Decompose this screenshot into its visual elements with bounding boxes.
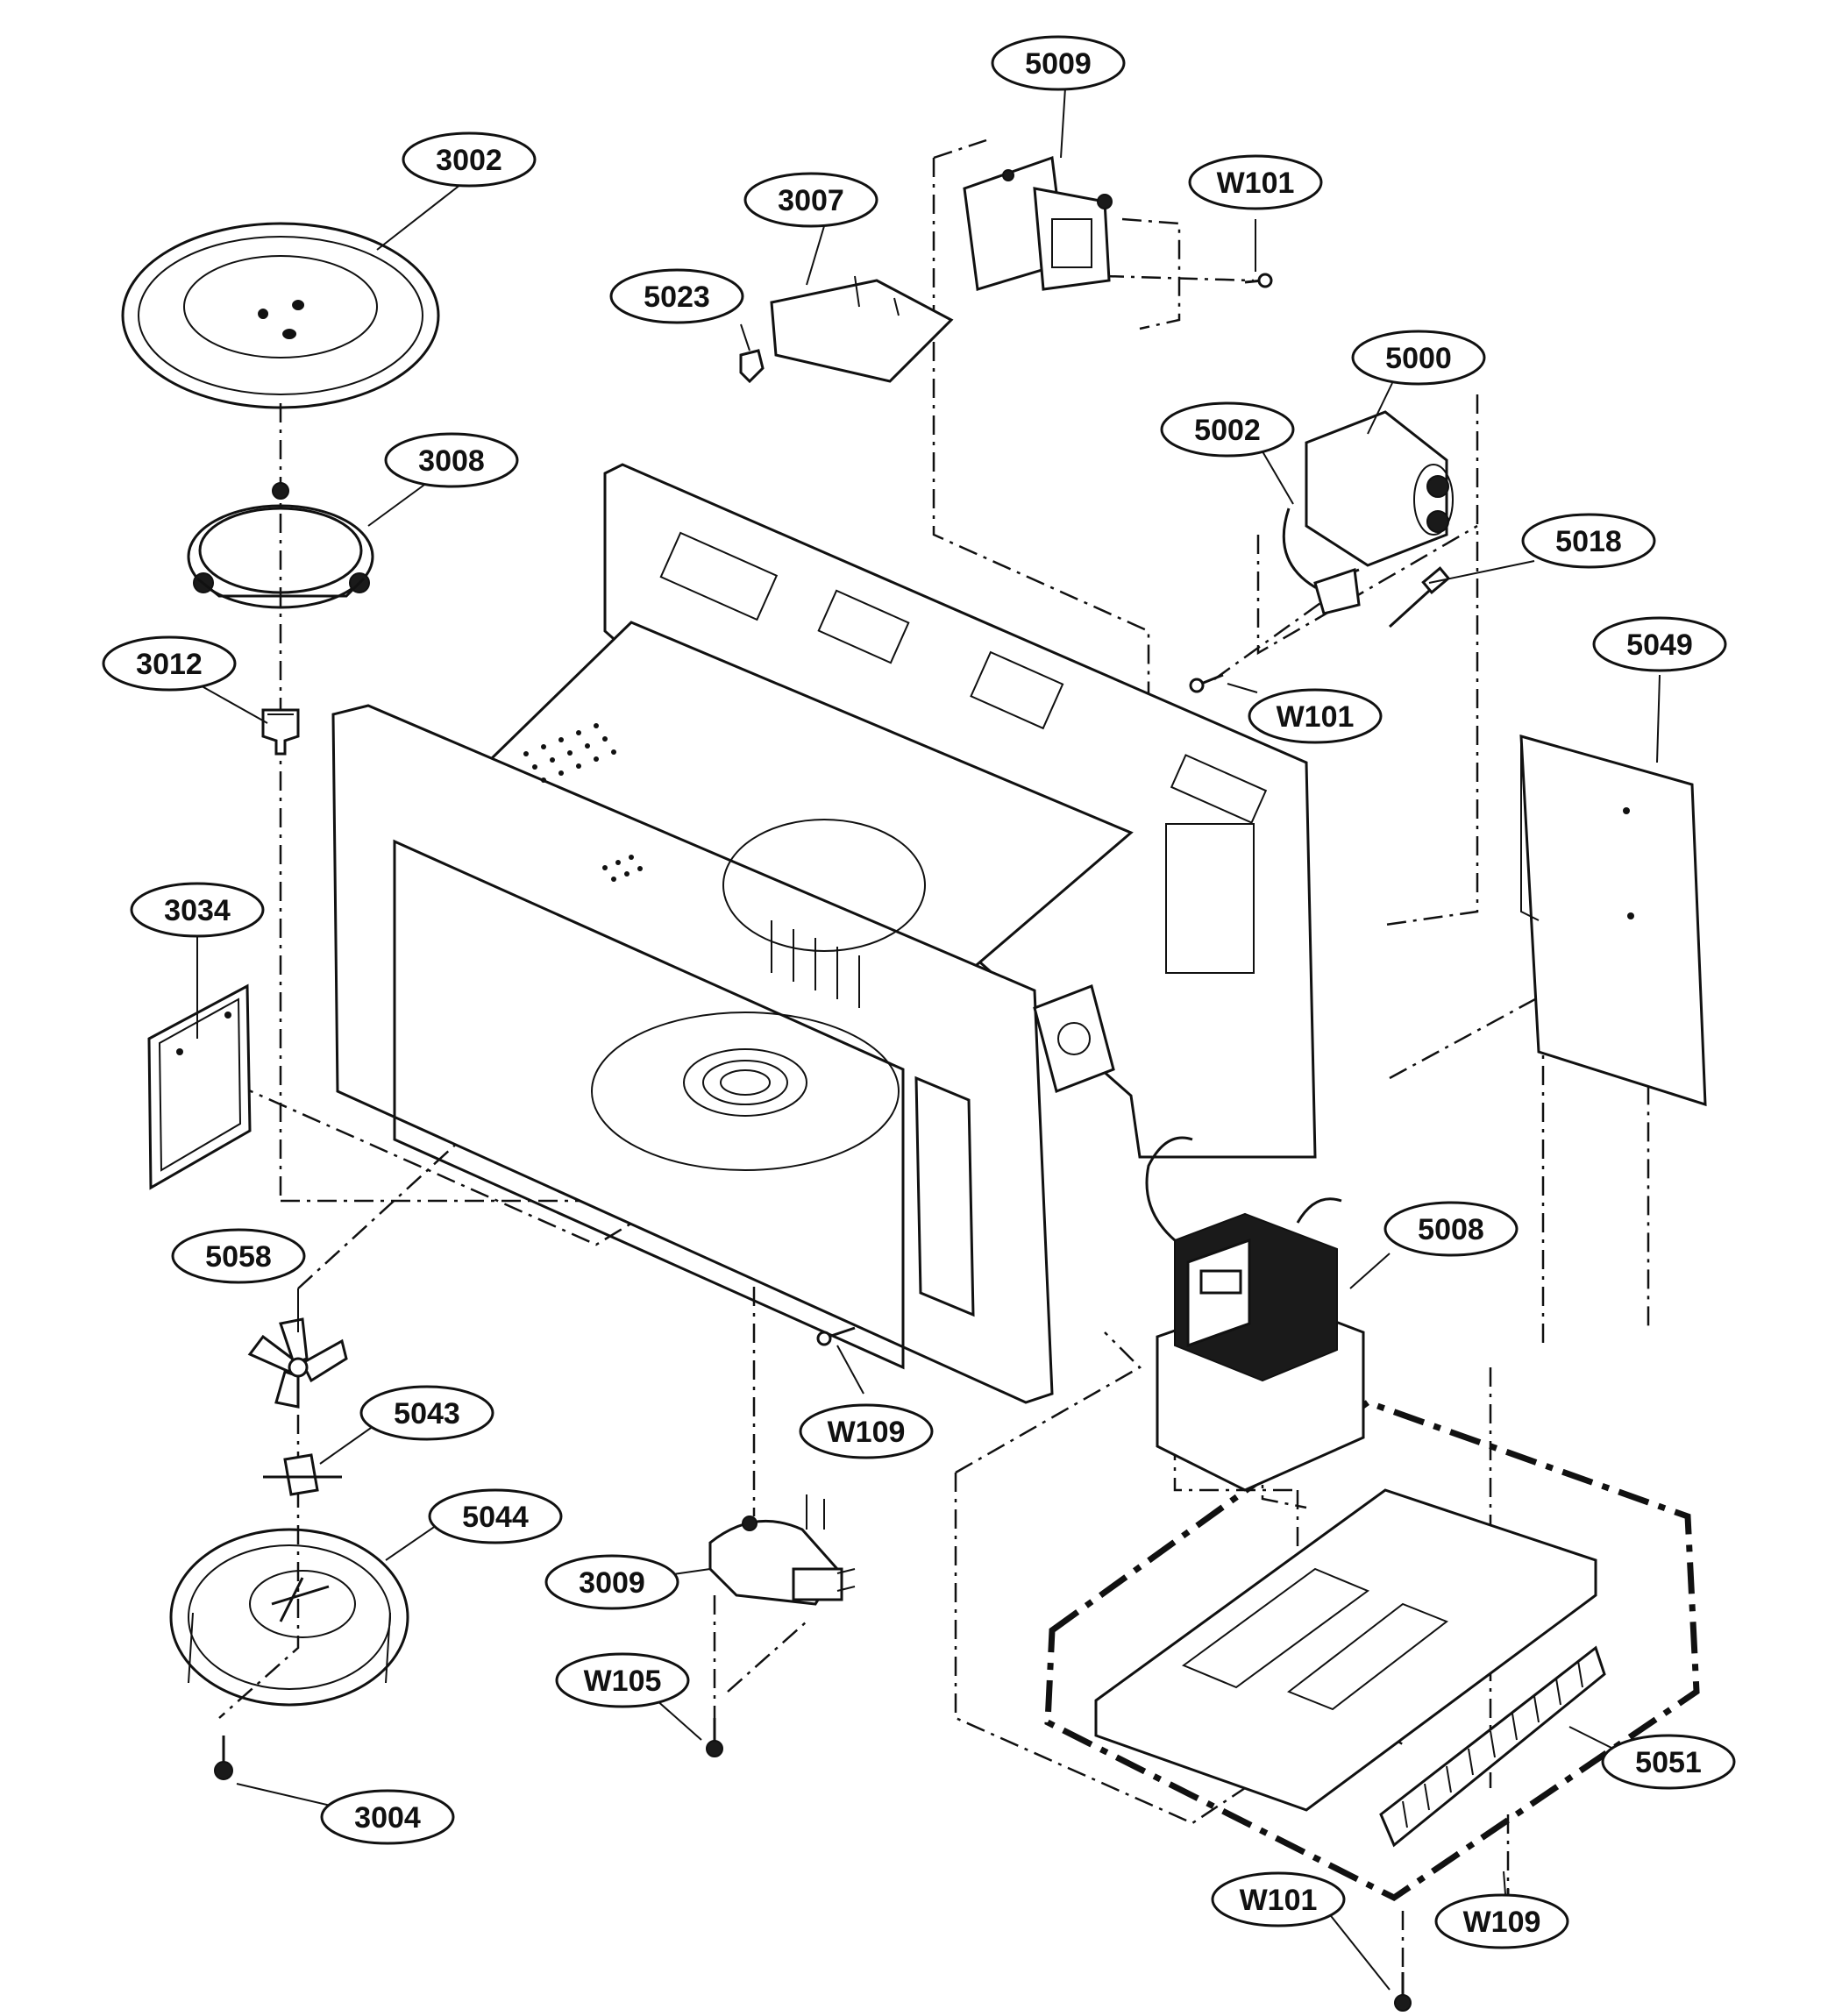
label-3012: 3012	[136, 648, 203, 681]
label-5018: 5018	[1555, 525, 1622, 558]
capacitor-bracket	[1282, 508, 1361, 615]
callout-5009: 5009	[991, 35, 1126, 91]
glass-turntable-tray	[121, 222, 440, 409]
callout-3004: 3004	[320, 1789, 455, 1845]
label-3004: 3004	[354, 1801, 421, 1835]
cooling-fan-blade	[247, 1317, 348, 1409]
waveguide-top-cover	[770, 275, 954, 383]
callout-5049: 5049	[1592, 616, 1727, 672]
label-w109-bottom: W109	[1463, 1906, 1541, 1939]
callout-w101-top: W101	[1188, 154, 1323, 210]
turntable-coupler	[261, 708, 300, 756]
label-3002: 3002	[436, 144, 502, 177]
label-5043: 5043	[394, 1397, 460, 1430]
callout-w101-mid: W101	[1248, 688, 1383, 744]
callout-3009: 3009	[544, 1554, 679, 1610]
label-5008: 5008	[1418, 1213, 1484, 1246]
screw-3004	[214, 1736, 233, 1780]
high-voltage-diode	[1388, 566, 1451, 628]
label-w101-bottom: W101	[1240, 1884, 1318, 1917]
oven-cavity-frame	[331, 463, 1317, 1404]
label-w109-mid: W109	[828, 1416, 906, 1449]
label-5058: 5058	[205, 1240, 272, 1274]
callout-5018: 5018	[1521, 513, 1656, 569]
callout-w109-mid: W109	[799, 1403, 934, 1459]
callout-5058: 5058	[171, 1228, 306, 1284]
high-voltage-transformer	[1145, 1136, 1365, 1492]
vent-holes	[523, 723, 643, 882]
fan-motor	[263, 1453, 342, 1496]
label-5009: 5009	[1025, 47, 1092, 81]
callout-3002: 3002	[402, 131, 537, 188]
label-3009: 3009	[579, 1566, 645, 1600]
label-3007: 3007	[778, 184, 844, 217]
label-5049: 5049	[1626, 628, 1693, 662]
screw-w101-capacitor	[1189, 673, 1224, 693]
callout-3008: 3008	[384, 432, 519, 488]
label-5044: 5044	[462, 1501, 529, 1534]
callout-5008: 5008	[1383, 1201, 1519, 1257]
label-5002: 5002	[1194, 414, 1261, 447]
callout-5051: 5051	[1601, 1734, 1736, 1790]
callout-3007: 3007	[743, 172, 878, 228]
callout-3012: 3012	[102, 635, 237, 692]
fan-housing	[169, 1528, 409, 1707]
callout-5044: 5044	[428, 1488, 563, 1544]
screw-w101-base	[1394, 1972, 1412, 2012]
screw-w105-motor	[706, 1718, 723, 1757]
label-3034: 3034	[164, 894, 231, 927]
turntable-motor	[708, 1494, 856, 1606]
label-w101-mid: W101	[1277, 700, 1355, 734]
callout-5002: 5002	[1160, 401, 1295, 458]
screw-w109-cavity	[816, 1326, 856, 1346]
side-shield-panel	[1519, 734, 1707, 1107]
high-voltage-capacitor	[1305, 410, 1454, 567]
label-3008: 3008	[418, 444, 485, 478]
callout-5043: 5043	[359, 1385, 494, 1441]
callout-5023: 5023	[609, 268, 744, 324]
label-5051: 5051	[1635, 1746, 1702, 1779]
callout-w101-bottom: W101	[1211, 1871, 1346, 1927]
thermal-cutout-clip	[739, 349, 765, 384]
roller-ring	[187, 482, 374, 609]
callout-3034: 3034	[130, 882, 265, 938]
label-w101-top: W101	[1217, 167, 1295, 200]
label-5023: 5023	[644, 280, 710, 314]
base-plate	[1094, 1488, 1606, 1848]
screw-w101-magnetron	[1244, 273, 1273, 288]
label-w105: W105	[584, 1665, 662, 1698]
callout-w105: W105	[555, 1652, 690, 1708]
waveguide-cover	[147, 983, 252, 1190]
magnetron	[963, 155, 1113, 291]
callout-5000: 5000	[1351, 330, 1486, 386]
label-5000: 5000	[1385, 342, 1452, 375]
base-plate-assembly-outline	[1044, 1399, 1700, 1902]
callout-w109-bottom: W109	[1434, 1893, 1569, 1949]
